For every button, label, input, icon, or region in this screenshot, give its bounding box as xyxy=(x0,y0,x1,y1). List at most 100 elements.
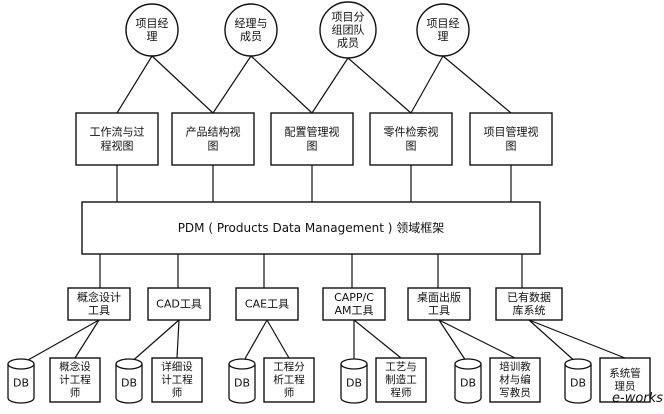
role-label: 理 xyxy=(438,30,449,43)
role-circle xyxy=(319,1,377,59)
view-label: 图 xyxy=(208,140,219,153)
database-label: DB xyxy=(570,377,586,390)
user-label: 工程分 xyxy=(273,361,305,373)
database-cylinder-icon: DB xyxy=(454,358,482,404)
diagram-nodes: 项目经理经理与成员项目分组团队成员项目经理工作流与过程视图产品结构视图配置管理视… xyxy=(7,1,651,404)
role-view-edge xyxy=(116,55,153,114)
database-cylinder-icon: DB xyxy=(340,358,368,404)
tool-db-edge xyxy=(438,319,469,365)
connector-lines xyxy=(20,55,626,365)
user-label: 程师 xyxy=(391,386,412,399)
database-cylinder-icon: DB xyxy=(7,358,35,404)
role-label: 组团队 xyxy=(332,23,365,37)
tool-box xyxy=(235,287,299,321)
role-circle xyxy=(224,3,278,57)
user-label: 师 xyxy=(172,386,183,399)
tool-label: CAPP/C xyxy=(334,291,374,304)
user-label: 工艺与 xyxy=(385,361,417,373)
tool-box xyxy=(67,287,131,321)
role-label: 项目经 xyxy=(136,17,169,30)
database-top xyxy=(228,358,256,370)
user-label: 师 xyxy=(70,386,81,399)
role-view-edge xyxy=(410,55,444,114)
tool-db-edge xyxy=(128,319,180,365)
role-view-edge xyxy=(151,55,214,114)
view-label: 程视图 xyxy=(101,139,134,153)
user-label: 计工程 xyxy=(59,373,91,386)
view-label: 产品结构视 xyxy=(186,125,241,139)
database-body xyxy=(115,364,143,404)
role-view-edge xyxy=(442,55,512,114)
tool-label: AM工具 xyxy=(334,304,373,317)
tool-label: CAD工具 xyxy=(156,298,202,311)
view-box xyxy=(75,112,159,166)
user-label: 概念设 xyxy=(59,360,91,373)
database-label: DB xyxy=(13,377,29,390)
user-label: 制造工 xyxy=(385,373,417,386)
view-label: 零件检索视 xyxy=(384,125,439,139)
role-view-edge xyxy=(250,55,313,114)
database-body xyxy=(340,364,368,404)
user-box xyxy=(49,357,101,403)
database-body xyxy=(7,364,35,404)
tool-node: CAE工具 xyxy=(235,287,299,321)
database-body xyxy=(228,364,256,404)
tool-box xyxy=(495,287,563,321)
framework-box xyxy=(81,201,541,255)
user-label: 培训教 xyxy=(499,360,531,373)
tool-user-edge xyxy=(353,319,402,359)
tool-label: 概念设计 xyxy=(77,290,121,304)
database-top xyxy=(7,358,35,370)
user-box xyxy=(489,357,541,403)
view-box xyxy=(369,112,453,166)
tool-user-edge xyxy=(176,319,180,359)
role-circle xyxy=(125,3,179,57)
role-circle xyxy=(416,3,470,57)
database-body xyxy=(454,364,482,404)
watermark: e-works xyxy=(612,391,663,406)
tool-label: 桌面出版 xyxy=(417,290,461,304)
tool-node: CAD工具 xyxy=(147,287,211,321)
user-label: 计工程 xyxy=(161,373,193,386)
database-body xyxy=(564,364,592,404)
user-label: 理员 xyxy=(615,381,636,393)
tool-label: CAE工具 xyxy=(245,298,289,311)
database-cylinder-icon: DB xyxy=(115,358,143,404)
user-label: 析工程 xyxy=(273,373,305,386)
role-label: 项目分 xyxy=(332,11,365,24)
tool-db-edge xyxy=(20,319,100,365)
role-label: 经理与 xyxy=(235,17,268,30)
database-top xyxy=(115,358,143,370)
view-box xyxy=(270,112,354,166)
tool-label: 库系统 xyxy=(513,304,546,317)
view-box xyxy=(469,112,553,166)
tool-box xyxy=(322,287,386,321)
user-label: 师 xyxy=(284,386,295,399)
role-view-edge xyxy=(347,57,412,114)
view-label: 配置管理视 xyxy=(285,125,340,139)
view-label: 工作流与过 xyxy=(90,125,145,139)
tool-box xyxy=(147,287,211,321)
tool-db-edge xyxy=(528,319,579,365)
role-label: 理 xyxy=(147,30,158,43)
view-label: 图 xyxy=(307,140,318,153)
view-label: 图 xyxy=(406,140,417,153)
role-view-edge xyxy=(311,57,349,114)
role-label: 成员 xyxy=(337,37,359,50)
